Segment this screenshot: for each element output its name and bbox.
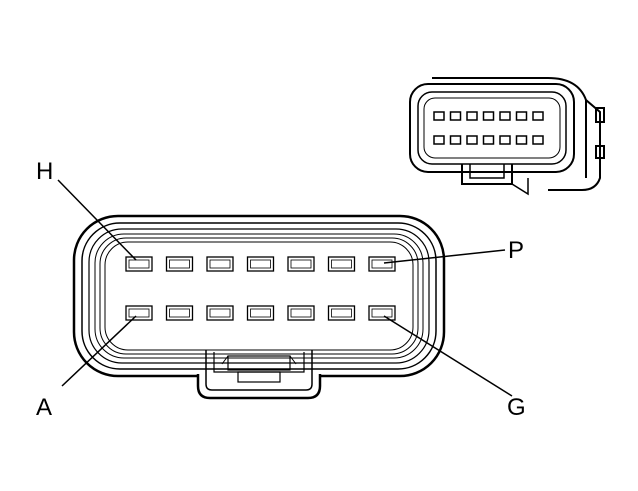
small-bottom-pin-4 bbox=[482, 135, 495, 145]
leader-line-a bbox=[61, 315, 137, 387]
main-bottom-pin-7-inner bbox=[371, 308, 393, 318]
main-bottom-pin-6-inner bbox=[331, 308, 352, 318]
main-top-pin-3 bbox=[206, 256, 234, 272]
small-bottom-pin-3 bbox=[466, 135, 478, 145]
main-bottom-pin-6 bbox=[327, 305, 356, 321]
small-top-pin-1 bbox=[433, 111, 445, 121]
leader-lines bbox=[57, 179, 513, 397]
small-top-pin-5 bbox=[499, 111, 511, 121]
main-bottom-pin-4-inner bbox=[250, 308, 271, 318]
leader-line-p bbox=[383, 249, 506, 264]
main-bottom-pin-5 bbox=[287, 305, 315, 321]
main-top-pin-5-inner bbox=[290, 259, 312, 269]
small-top-pin-2 bbox=[449, 111, 462, 121]
main-bottom-pin-1-inner bbox=[128, 308, 150, 318]
connector-perspective-view bbox=[409, 77, 605, 196]
main-bottom-pin-2-inner bbox=[169, 308, 190, 318]
main-bottom-pin-5-inner bbox=[290, 308, 312, 318]
main-top-pin-1 bbox=[125, 256, 153, 272]
leader-line-g bbox=[383, 315, 513, 397]
leader-line-h bbox=[57, 179, 137, 261]
main-top-pin-7 bbox=[368, 256, 396, 272]
main-bottom-pin-3-inner bbox=[209, 308, 231, 318]
main-top-pin-4 bbox=[246, 256, 275, 272]
pin-label-g: G bbox=[507, 394, 526, 421]
main-top-pin-6-inner bbox=[331, 259, 352, 269]
pin-label-p: P bbox=[508, 237, 524, 264]
small-bottom-pin-6 bbox=[515, 135, 528, 145]
main-bottom-pin-3 bbox=[206, 305, 234, 321]
main-top-pin-6 bbox=[327, 256, 356, 272]
small-top-pin-6 bbox=[515, 111, 528, 121]
main-bottom-pin-1 bbox=[125, 305, 153, 321]
main-bottom-pin-2 bbox=[165, 305, 194, 321]
small-top-pin-3 bbox=[466, 111, 478, 121]
pin-label-h: H bbox=[36, 158, 53, 185]
small-bottom-pin-7 bbox=[532, 135, 544, 145]
main-top-pin-2-inner bbox=[169, 259, 190, 269]
small-top-pin-7 bbox=[532, 111, 544, 121]
pin-label-a: A bbox=[36, 394, 52, 421]
small-bottom-pin-1 bbox=[433, 135, 445, 145]
main-bottom-pin-7 bbox=[368, 305, 396, 321]
main-top-pin-7-inner bbox=[371, 259, 393, 269]
small-bottom-pin-2 bbox=[449, 135, 462, 145]
small-bottom-pin-5 bbox=[499, 135, 511, 145]
main-top-pin-4-inner bbox=[250, 259, 271, 269]
main-top-pin-5 bbox=[287, 256, 315, 272]
connector-face-view bbox=[72, 214, 446, 400]
main-top-pin-1-inner bbox=[128, 259, 150, 269]
main-bottom-pin-4 bbox=[246, 305, 275, 321]
main-top-pin-2 bbox=[165, 256, 194, 272]
small-top-pin-4 bbox=[482, 111, 495, 121]
main-top-pin-3-inner bbox=[209, 259, 231, 269]
